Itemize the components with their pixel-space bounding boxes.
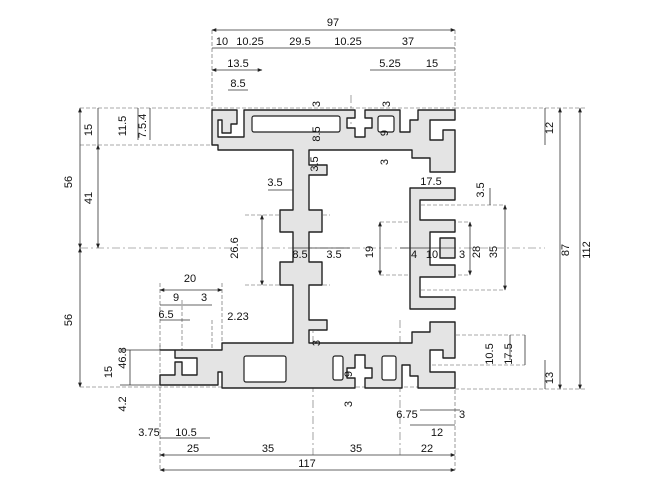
- dim-8-5-top: 8.5: [230, 78, 245, 90]
- dim-17-5-r: 17.5: [503, 343, 515, 364]
- dim-117: 117: [298, 458, 316, 470]
- dim-3-5-d: 3.5: [326, 249, 341, 261]
- dim-87: 87: [560, 244, 572, 256]
- dim-3-5-b: 3.5: [267, 177, 282, 189]
- dim-3-a: 3: [311, 101, 323, 107]
- dim-46-8: 46.8: [117, 347, 129, 368]
- dim-35-v: 35: [488, 246, 500, 258]
- dim-12-b: 12: [431, 427, 443, 439]
- dim-25: 25: [187, 443, 199, 455]
- dim-4-2: 4.2: [117, 396, 129, 411]
- dim-10-25-b: 10.25: [334, 36, 362, 48]
- dim-6-5: 6.5: [158, 309, 173, 321]
- dim-10-25-a: 10.25: [236, 36, 264, 48]
- dim-15-top: 15: [426, 58, 438, 70]
- dim-17-5-a: 17.5: [420, 176, 441, 188]
- dim-20: 20: [184, 273, 196, 285]
- dim-10: 10: [216, 36, 228, 48]
- dim-97: 97: [327, 17, 339, 29]
- dim-6-75: 6.75: [396, 409, 417, 421]
- dim-3-h: 3: [459, 409, 465, 421]
- dim-13-5: 13.5: [227, 58, 248, 70]
- dim-41: 41: [83, 192, 95, 204]
- dim-9-b: 9: [173, 292, 179, 304]
- dim-3-c: 3: [379, 159, 391, 165]
- dim-9-v: 9: [343, 371, 355, 377]
- dim-3-g: 3: [343, 401, 355, 407]
- bottom-chamber-right: [381, 355, 397, 381]
- dim-13: 13: [544, 372, 556, 384]
- dim-2-23: 2.23: [227, 311, 248, 323]
- dim-3-75: 3.75: [138, 427, 159, 439]
- dim-5-25: 5.25: [379, 58, 400, 70]
- dim-10-5-b: 10.5: [175, 427, 196, 439]
- dim-26-6: 26.6: [229, 237, 241, 258]
- dim-19: 19: [364, 246, 376, 258]
- bottom-chamber-mid: [332, 355, 344, 381]
- dim-35-b: 35: [350, 443, 362, 455]
- top-chamber-right: [377, 115, 395, 133]
- dimension-lines: [78, 28, 582, 472]
- dimension-labels: 97 10 10.25 29.5 10.25 37 13.5 5.25 15 8…: [63, 17, 593, 470]
- dim-9-a: 9: [379, 130, 391, 136]
- dim-56-a: 56: [63, 176, 75, 188]
- dim-4: 4: [411, 249, 417, 261]
- dim-3-5-a: 3.5: [309, 156, 321, 171]
- dim-112: 112: [581, 241, 593, 259]
- dim-12-right: 12: [544, 122, 556, 134]
- dim-3-d: 3: [459, 249, 465, 261]
- dim-37: 37: [402, 36, 414, 48]
- bottom-chamber-left: [243, 355, 287, 383]
- dim-3-e: 3: [201, 292, 207, 304]
- dim-35-a: 35: [262, 443, 274, 455]
- dim-15-b: 15: [103, 366, 115, 378]
- dim-8-5-mid: 8.5: [311, 126, 323, 141]
- profile-outline: [159, 109, 456, 389]
- dim-8-5-c: 8.5: [292, 249, 307, 261]
- dim-29-5: 29.5: [289, 36, 310, 48]
- right-slot: [409, 187, 456, 310]
- dim-10-5-r: 10.5: [484, 343, 496, 364]
- dim-11-5: 11.5: [117, 116, 129, 137]
- dim-15-a: 15: [83, 124, 95, 136]
- dim-7-5-4: 7.5.4: [137, 114, 149, 138]
- dim-3-b: 3: [381, 101, 393, 107]
- dim-3-5-c: 3.5: [475, 182, 487, 197]
- dim-56-b: 56: [63, 314, 75, 326]
- top-chamber-left: [251, 115, 341, 133]
- dim-10-c: 10: [426, 249, 438, 261]
- dim-28: 28: [471, 246, 483, 258]
- dim-3-f: 3: [311, 340, 323, 346]
- dim-22: 22: [421, 443, 433, 455]
